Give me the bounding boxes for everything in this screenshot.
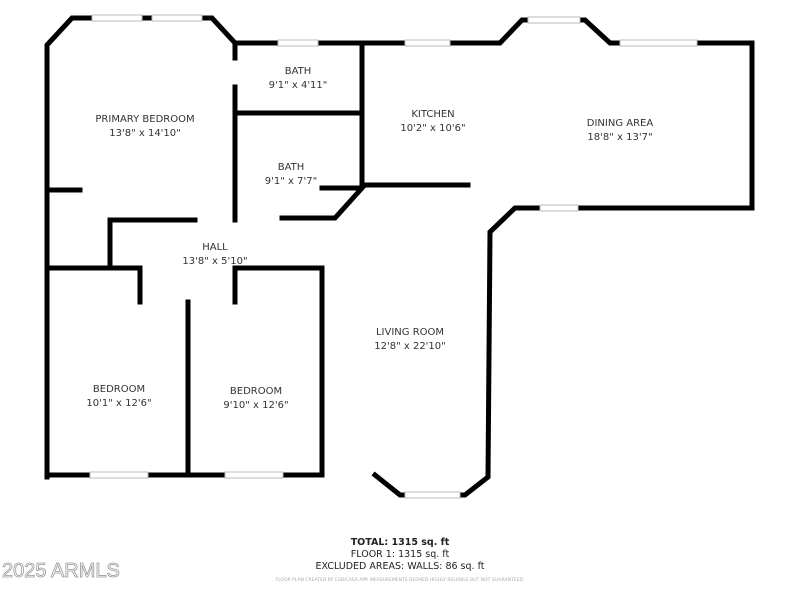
window: [527, 16, 581, 24]
window: [91, 14, 143, 22]
window: [277, 39, 319, 47]
room-bedroom-2: BEDROOM 9'10" x 12'6": [223, 385, 288, 413]
room-living-room: LIVING ROOM 12'8" x 22'10": [374, 326, 446, 354]
outer-wall-dining-south: [371, 205, 543, 498]
room-bath-1: BATH 9'1" x 4'11": [269, 65, 328, 93]
room-dining-area: DINING AREA 18'8" x 13'7": [587, 117, 653, 145]
window: [151, 14, 203, 22]
watermark: 2025 ARMLS: [2, 560, 121, 583]
room-kitchen: KITCHEN 10'2" x 10'6": [400, 108, 465, 136]
window: [89, 471, 149, 479]
room-size: 9'1" x 7'7": [264, 176, 318, 187]
room-size: 13'8" x 5'10": [182, 256, 248, 267]
room-name: PRIMARY BEDROOM: [95, 114, 195, 125]
window: [619, 39, 698, 47]
room-name: BATH: [284, 66, 312, 77]
outer-wall-west: [44, 15, 623, 480]
room-size: 10'2" x 10'6": [400, 123, 466, 134]
windows: [89, 14, 698, 499]
floor-area: FLOOR 1: 1315 sq. ft: [350, 549, 450, 560]
window: [404, 491, 461, 499]
room-size: 9'1" x 4'11": [268, 80, 328, 91]
room-bath-2: BATH 9'1" x 7'7": [265, 161, 317, 189]
room-size: 12'8" x 22'10": [374, 341, 446, 352]
excluded-area: EXCLUDED AREAS: WALLS: 86 sq. ft: [315, 561, 485, 572]
room-hall: HALL 13'8" x 5'10": [182, 241, 247, 269]
room-size: 10'1" x 12'6": [86, 398, 152, 409]
room-name: DINING AREA: [586, 118, 654, 129]
walls: [44, 15, 755, 498]
disclaimer: FLOOR PLAN CREATED BY CUBICASA APP. MEAS…: [275, 578, 525, 583]
window: [539, 204, 579, 212]
room-name: BATH: [277, 162, 305, 173]
room-size: 18'8" x 13'7": [587, 132, 653, 143]
total-area: TOTAL: 1315 sq. ft: [350, 537, 450, 548]
room-name: HALL: [202, 242, 228, 253]
outer-wall-east: [575, 40, 755, 211]
room-size: 13'8" x 14'10": [109, 128, 181, 139]
room-name: BEDROOM: [229, 386, 283, 397]
room-size: 9'10" x 12'6": [223, 400, 289, 411]
wall: [232, 265, 325, 478]
room-bedroom-1: BEDROOM 10'1" x 12'6": [86, 383, 151, 411]
room-primary-bedroom: PRIMARY BEDROOM 13'8" x 14'10": [95, 113, 194, 141]
wall: [279, 185, 368, 221]
window: [224, 471, 284, 479]
room-name: KITCHEN: [411, 109, 455, 120]
room-name: LIVING ROOM: [375, 327, 445, 338]
room-name: BEDROOM: [92, 384, 146, 395]
window: [404, 39, 451, 47]
